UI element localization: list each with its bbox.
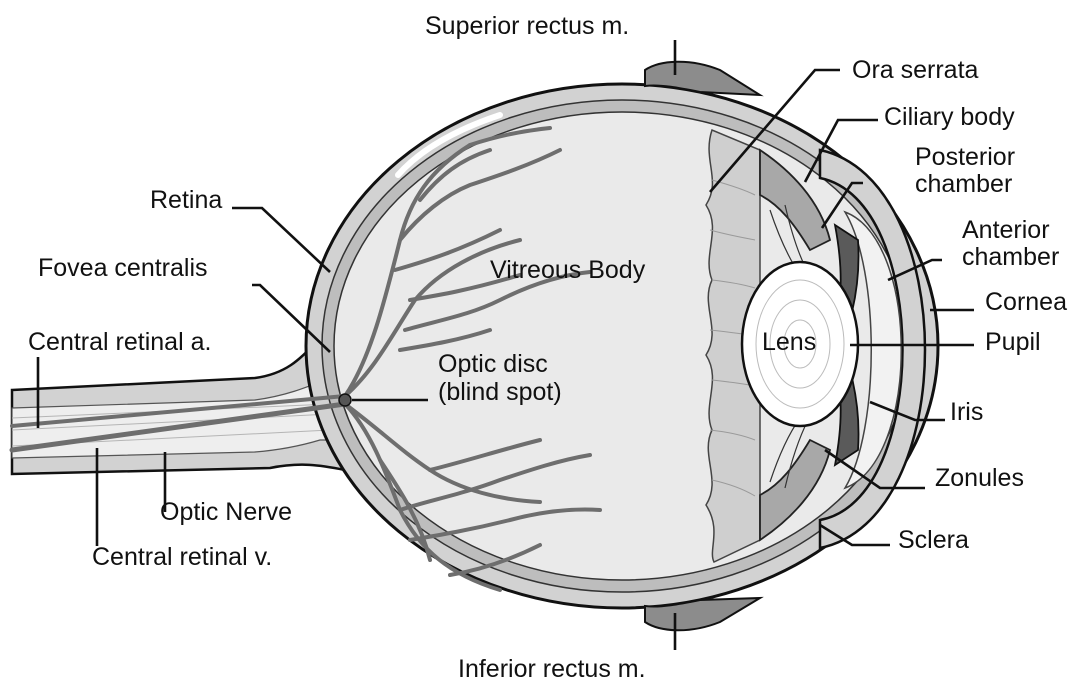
label-lens: Lens: [762, 328, 816, 356]
label-superior-rectus: Superior rectus m.: [425, 12, 629, 40]
label-fovea-centralis: Fovea centralis: [38, 254, 208, 282]
label-posterior-chamber-line2: chamber: [915, 170, 1012, 198]
label-anterior-chamber-line1: Anterior: [962, 216, 1050, 244]
optic-disc: [339, 394, 351, 406]
label-zonules: Zonules: [935, 464, 1024, 492]
label-anterior-chamber-line2: chamber: [962, 243, 1059, 271]
label-cornea: Cornea: [985, 288, 1067, 316]
label-optic-disc-line1: Optic disc: [438, 350, 548, 378]
label-ciliary-body: Ciliary body: [884, 103, 1015, 131]
label-inferior-rectus: Inferior rectus m.: [458, 655, 646, 683]
label-central-retinal-a: Central retinal a.: [28, 328, 211, 356]
label-iris: Iris: [950, 398, 983, 426]
label-sclera: Sclera: [898, 526, 969, 554]
label-optic-disc-line2: (blind spot): [438, 378, 562, 406]
label-central-retinal-v: Central retinal v.: [92, 543, 272, 571]
label-optic-nerve: Optic Nerve: [160, 498, 292, 526]
label-pupil: Pupil: [985, 328, 1041, 356]
label-posterior-chamber-line1: Posterior: [915, 143, 1015, 171]
label-vitreous-body: Vitreous Body: [490, 256, 646, 284]
label-ora-serrata: Ora serrata: [852, 56, 979, 84]
label-retina: Retina: [150, 186, 222, 214]
